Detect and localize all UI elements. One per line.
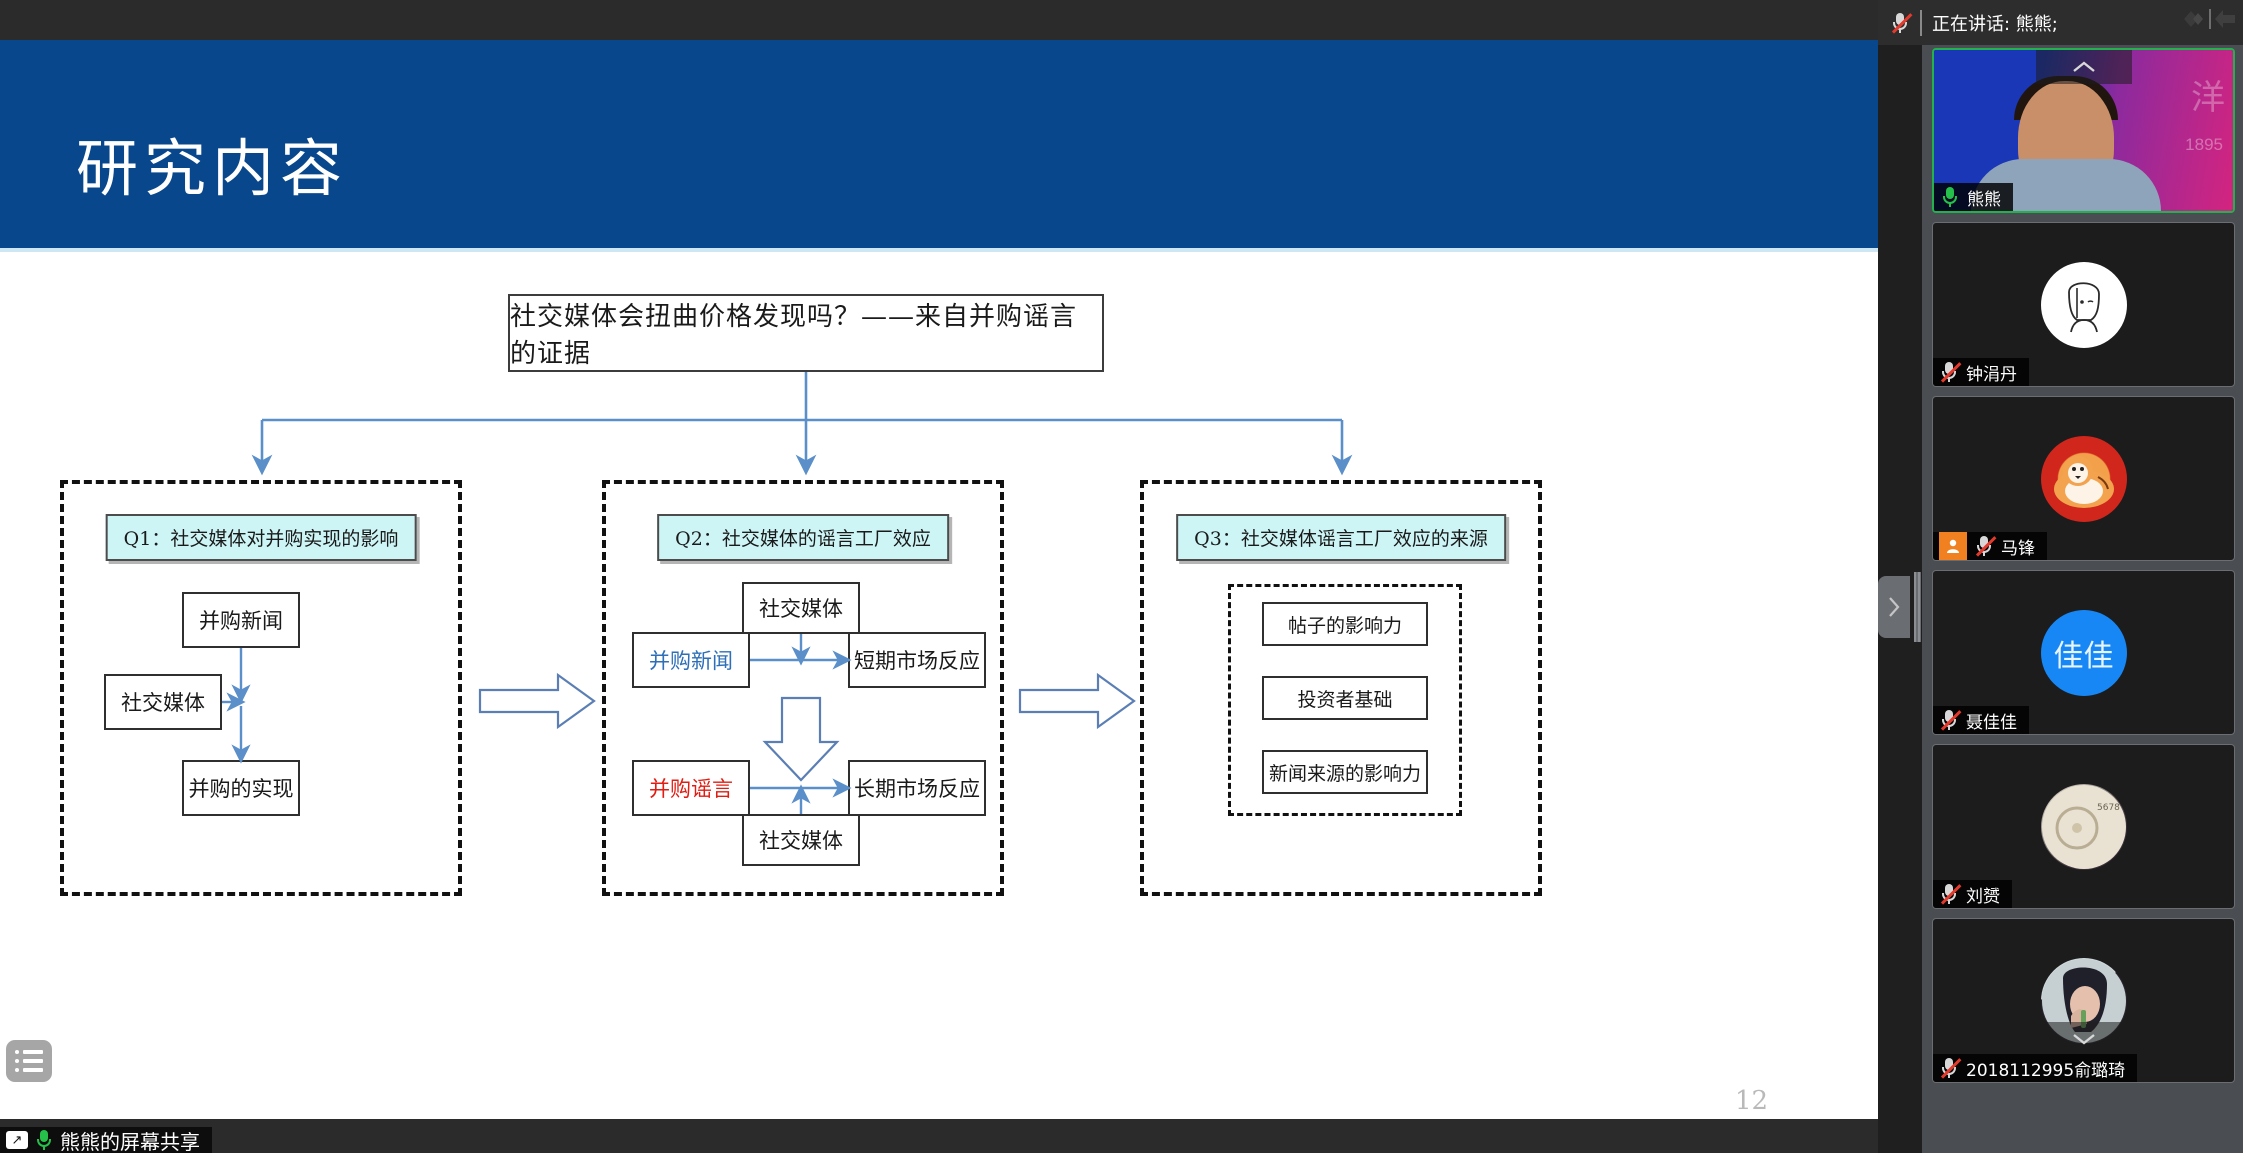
- back-arrow-icon[interactable]: [2213, 7, 2237, 31]
- mic-muted-icon: [1939, 708, 1962, 732]
- panel-q2-node-4: 长期市场反应: [848, 760, 986, 816]
- panel-q3-node-1: 投资者基础: [1262, 676, 1428, 720]
- panel-q2-node-1: 并购新闻: [632, 632, 750, 688]
- participant-badge: 聂佳佳: [1933, 706, 2029, 734]
- panel-q2-header: Q2：社交媒体的谣言工厂效应: [657, 514, 949, 561]
- slide-title-banner: [0, 40, 1878, 248]
- mic-on-icon: [1940, 185, 1960, 209]
- screen-share-status[interactable]: ↗ 熊熊的屏幕共享: [0, 1127, 212, 1153]
- panel-q3-header: Q3：社交媒体谣言工厂效应的来源: [1176, 514, 1506, 561]
- participant-name: 钟涓丹: [1966, 364, 2017, 385]
- active-speaker-bar: 正在讲话: 熊熊;: [1878, 0, 2243, 45]
- panel-q3-inner-group: [1228, 584, 1462, 816]
- layout-icon: [2184, 11, 2203, 27]
- panel-q1-node-2: 并购的实现: [182, 760, 300, 816]
- participant-tile[interactable]: 2018112995俞璐琦: [1932, 918, 2235, 1083]
- root-question-box: 社交媒体会扭曲价格发现吗？——来自并购谣言的证据: [508, 294, 1104, 372]
- panel-q1-arrows: [222, 648, 251, 764]
- chevron-right-icon: [1889, 597, 1900, 617]
- flow-arrow-q1-q2: [478, 672, 596, 730]
- page-title: 研究内容: [76, 132, 349, 205]
- divider: [1920, 9, 1922, 36]
- background-year: 1895: [2185, 135, 2223, 154]
- host-person-icon: [1939, 532, 1967, 560]
- chevron-up-icon[interactable]: [2035, 50, 2132, 84]
- sidebar-resize-grip[interactable]: [1914, 572, 1921, 642]
- mic-muted-icon[interactable]: [1890, 11, 1913, 35]
- participant-name: 2018112995俞璐琦: [1966, 1060, 2126, 1081]
- bottom-taskbar: [0, 1119, 1878, 1153]
- sidebar-collapse-button[interactable]: [1878, 576, 1910, 638]
- participant-badge: 钟涓丹: [1933, 358, 2029, 386]
- chevron-down-icon[interactable]: [2035, 1022, 2132, 1056]
- top-dark-strip: [0, 0, 1878, 40]
- svg-text:5678: 5678: [2097, 803, 2120, 813]
- avatar: [2040, 261, 2127, 348]
- participant-name: 聂佳佳: [1966, 712, 2017, 733]
- window-controls[interactable]: [2181, 6, 2237, 32]
- participant-tile[interactable]: 钟涓丹: [1932, 222, 2235, 387]
- participant-name: 马锋: [2001, 538, 2035, 559]
- participant-badge: 马锋: [1933, 532, 2047, 560]
- shared-slide: 研究内容 社交媒体会扭曲价格发现吗？——来自并购谣言的证据: [0, 40, 1878, 1119]
- participant-tile[interactable]: 洋 1895 熊熊: [1932, 48, 2235, 213]
- participant-badge: 熊熊: [1934, 183, 2013, 211]
- participant-tile[interactable]: 佳佳 聂佳佳: [1932, 570, 2235, 735]
- mic-muted-icon: [1939, 1056, 1962, 1080]
- mic-muted-icon: [1939, 360, 1962, 384]
- participant-tile[interactable]: 5678 刘赟: [1932, 744, 2235, 909]
- screen-share-icon: ↗: [6, 1131, 28, 1149]
- participant-badge: 2018112995俞璐琦: [1933, 1054, 2138, 1082]
- active-speaker-label: 正在讲话: 熊熊;: [1932, 13, 2058, 35]
- mic-muted-icon: [1974, 534, 1997, 558]
- mic-muted-icon: [1939, 882, 1962, 906]
- panel-q2: Q2：社交媒体的谣言工厂效应 社交媒体 并购新闻 短期市场反应 并购谣言 长期市…: [602, 480, 1004, 896]
- panel-q2-node-3: 并购谣言: [632, 760, 750, 816]
- panel-q1-node-1: 社交媒体: [104, 674, 222, 730]
- panel-q1-node-0: 并购新闻: [182, 592, 300, 648]
- slide-page-number: 12: [1735, 1086, 1769, 1116]
- panel-q1: Q1：社交媒体对并购实现的影响 并购新闻 社交媒体 并购的实现: [60, 480, 462, 896]
- list-menu-icon[interactable]: [6, 1040, 52, 1082]
- participant-tile[interactable]: 马锋: [1932, 396, 2235, 561]
- avatar: 佳佳: [2040, 609, 2127, 696]
- slide-banner-underline: [0, 248, 1878, 252]
- panel-q2-node-2: 短期市场反应: [848, 632, 986, 688]
- flow-arrow-q2-q3: [1018, 672, 1136, 730]
- panel-q1-header: Q1：社交媒体对并购实现的影响: [105, 514, 417, 561]
- research-content-diagram: 社交媒体会扭曲价格发现吗？——来自并购谣言的证据 Q1：社: [0, 252, 1878, 1119]
- screen-share-label: 熊熊的屏幕共享: [60, 1129, 200, 1153]
- background-logo: 洋: [2191, 78, 2225, 118]
- participant-badge: 刘赟: [1933, 880, 2012, 908]
- panel-q3-node-2: 新闻来源的影响力: [1262, 750, 1428, 794]
- panel-q2-arrows: [750, 634, 852, 814]
- panel-q2-node-5: 社交媒体: [742, 814, 860, 866]
- avatar: 5678: [2040, 783, 2127, 870]
- panel-q3: Q3：社交媒体谣言工厂效应的来源 帖子的影响力 投资者基础 新闻来源的影响力: [1140, 480, 1542, 896]
- avatar: [2040, 435, 2127, 522]
- participant-name: 熊熊: [1967, 189, 2001, 210]
- participant-name: 刘赟: [1966, 886, 2000, 907]
- panel-q2-node-0: 社交媒体: [742, 582, 860, 634]
- mic-on-icon: [34, 1128, 54, 1152]
- panel-q3-node-0: 帖子的影响力: [1262, 602, 1428, 646]
